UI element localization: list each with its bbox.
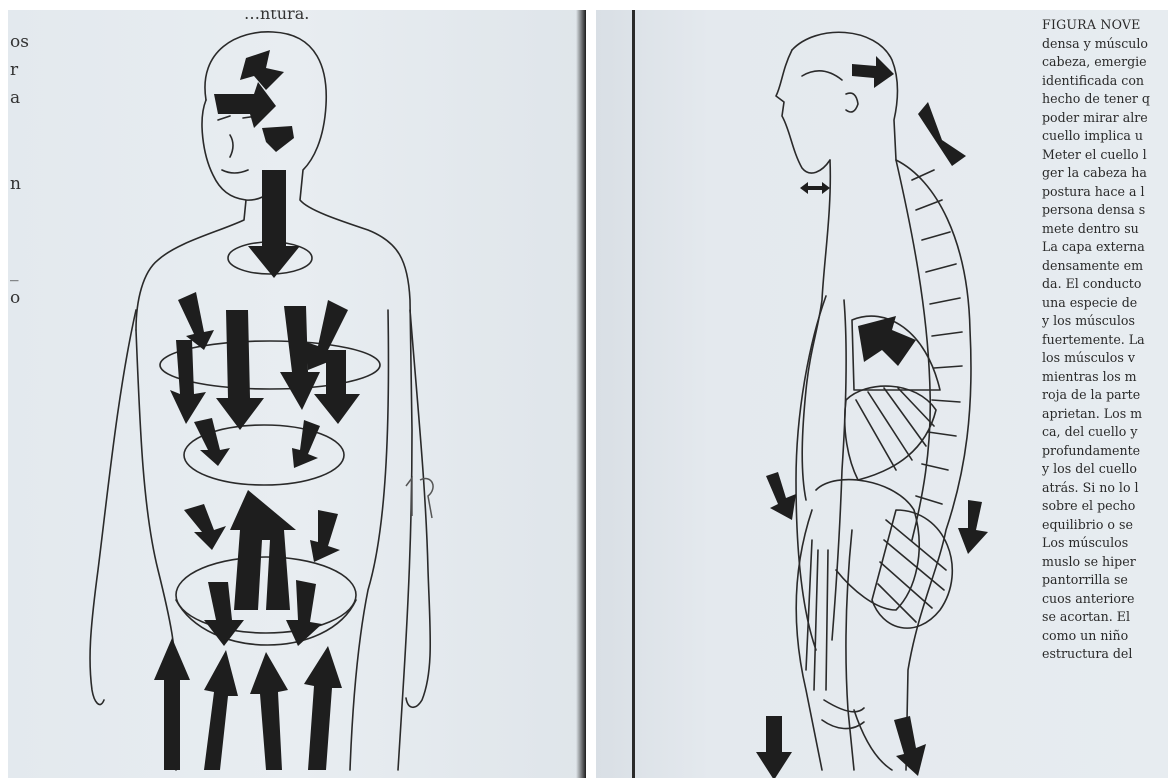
buttock-muscle <box>872 510 952 628</box>
heel-down-arrow <box>756 716 792 778</box>
caption-line: ger la cabeza ha <box>1042 164 1168 183</box>
chest-arrow-3 <box>216 310 264 430</box>
back-outline <box>896 160 971 770</box>
abdomen-side-arrow-2 <box>310 510 340 562</box>
caption-line: fuertemente. La <box>1042 331 1168 350</box>
caption-line: estructura del <box>1042 645 1168 664</box>
caption-line: como un niño <box>1042 627 1168 646</box>
caption-line: aprietan. Los m <box>1042 405 1168 424</box>
caption-line: equilibrio o se <box>1042 516 1168 535</box>
book-spine-shadow <box>576 10 586 778</box>
caption-line: se acortan. El <box>1042 608 1168 627</box>
caption-line: muslo se hiper <box>1042 553 1168 572</box>
leg-up-arrow-1 <box>154 638 190 770</box>
caption-line: persona densa s <box>1042 201 1168 220</box>
caption-line: Los músculos <box>1042 534 1168 553</box>
arm-outline <box>796 296 826 650</box>
side-body-illustration <box>596 10 1036 778</box>
margin-scribble <box>402 466 442 532</box>
thigh-front <box>796 510 822 770</box>
front-body-illustration <box>8 10 586 778</box>
head-arrow-3 <box>262 126 294 152</box>
caption-line: pantorrilla se <box>1042 571 1168 590</box>
left-page: …ntura. os r a n _ o <box>8 10 586 778</box>
leg-up-arrow-2 <box>204 650 238 770</box>
caption-line: cabeza, emergie <box>1042 53 1168 72</box>
caption-line: da. El conducto <box>1042 275 1168 294</box>
leg-up-arrow-4 <box>304 646 342 770</box>
pelvis-ring <box>176 557 356 633</box>
toe-down-arrow <box>894 716 926 776</box>
back-up-arrow <box>918 102 966 166</box>
head-arrow-1 <box>240 50 284 90</box>
caption-line: y los del cuello <box>1042 460 1168 479</box>
thigh-back <box>846 530 854 770</box>
calf-outline <box>854 710 892 770</box>
caption-line: hecho de tener q <box>1042 90 1168 109</box>
caption-line: los músculos v <box>1042 349 1168 368</box>
caption-line: atrás. Si no lo l <box>1042 479 1168 498</box>
abdomen-up-arrow <box>230 490 296 610</box>
caption-line: sobre el pecho <box>1042 497 1168 516</box>
leg-up-arrow-3 <box>250 652 288 770</box>
caption-line: una especie de <box>1042 294 1168 313</box>
caption-line: y los músculos <box>1042 312 1168 331</box>
neck-double-arrow <box>800 182 830 194</box>
head-profile <box>792 32 898 160</box>
caption-line: postura hace a l <box>1042 183 1168 202</box>
torso-right-side <box>350 310 388 770</box>
face-profile <box>776 50 830 173</box>
caption-line: densamente em <box>1042 257 1168 276</box>
hip-outline <box>816 480 919 610</box>
head-arrow <box>852 56 894 88</box>
abdomen-side-arrow-1 <box>184 504 226 550</box>
caption-line: identificada con <box>1042 72 1168 91</box>
figure-caption: FIGURA NOVE densa y músculo cabeza, emer… <box>1042 16 1168 664</box>
caption-line: profundamente <box>1042 442 1168 461</box>
abdomen-muscle <box>845 386 936 480</box>
caption-line: cuos anteriore <box>1042 590 1168 609</box>
right-page: FIGURA NOVE densa y músculo cabeza, emer… <box>596 10 1168 778</box>
caption-line: roja de la parte <box>1042 386 1168 405</box>
caption-line: densa y músculo <box>1042 35 1168 54</box>
front-down-arrow <box>766 472 796 520</box>
scribble-mark <box>402 466 442 526</box>
caption-line: FIGURA NOVE <box>1042 16 1168 35</box>
caption-line: mientras los m <box>1042 368 1168 387</box>
neck-down-arrow <box>248 170 300 278</box>
left-arm <box>90 310 136 705</box>
front-outline <box>802 160 830 500</box>
caption-line: mete dentro su <box>1042 220 1168 239</box>
back-down-arrow <box>958 500 988 554</box>
caption-line: Meter el cuello l <box>1042 146 1168 165</box>
belly-arrow-1 <box>194 418 230 466</box>
caption-line: La capa externa <box>1042 238 1168 257</box>
caption-line: ca, del cuello y <box>1042 423 1168 442</box>
caption-line: poder mirar alre <box>1042 109 1168 128</box>
caption-line: cuello implica u <box>1042 127 1168 146</box>
chest-arrow <box>858 316 916 366</box>
